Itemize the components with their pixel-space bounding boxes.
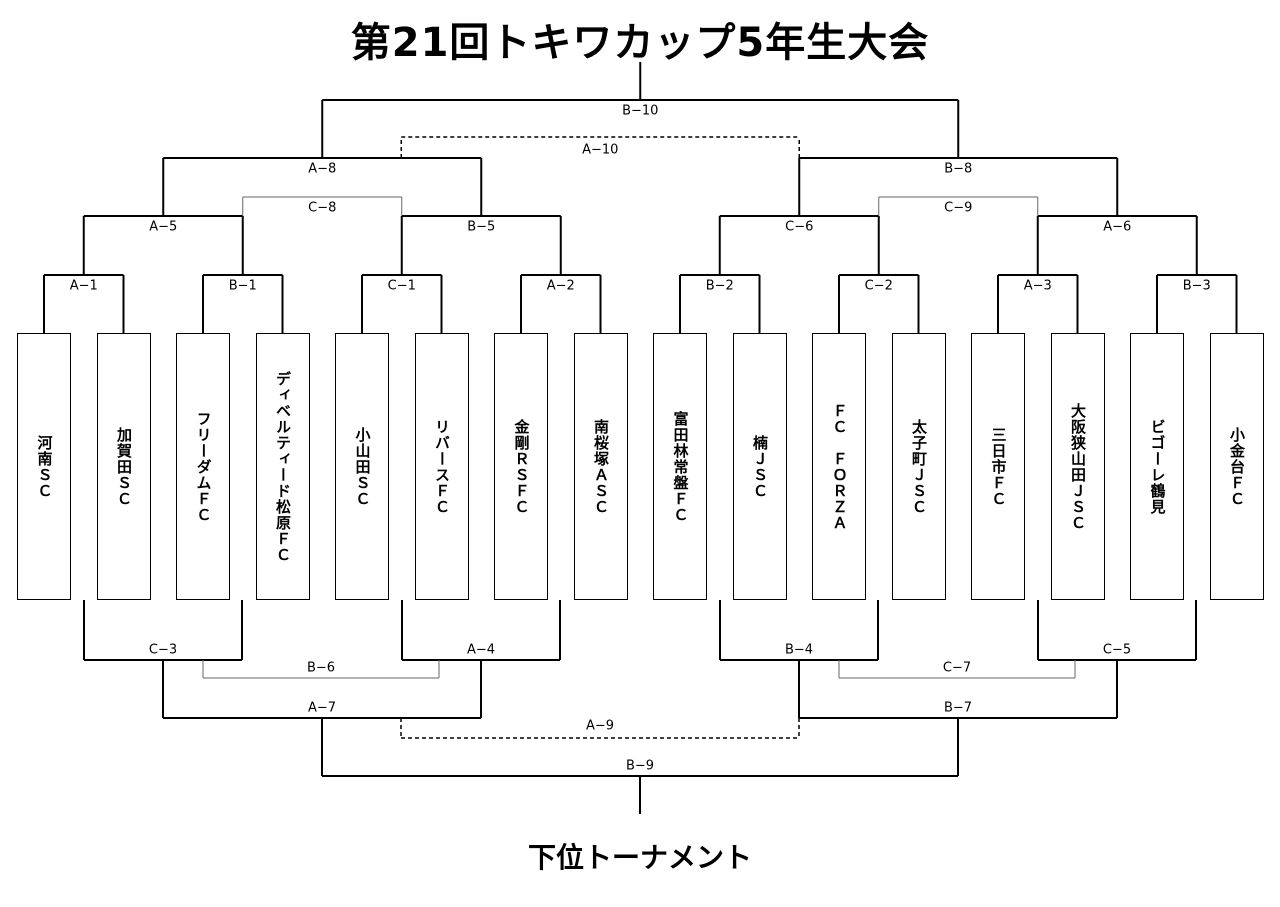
match-label-backdrop <box>145 218 182 236</box>
match-label-upper: C−1 <box>388 279 416 294</box>
match-label-upper: A−8 <box>308 162 336 177</box>
match-label-backdrop <box>303 699 341 717</box>
team-name: 河南ＳＣ <box>35 434 54 499</box>
match-label-upper: B−10 <box>622 104 658 119</box>
match-label-upper: B−5 <box>467 220 495 235</box>
match-label-backdrop <box>860 277 897 295</box>
match-label-backdrop <box>304 199 341 217</box>
match-label-lower: A−9 <box>586 719 614 734</box>
match-label-backdrop <box>938 659 976 677</box>
match-label-backdrop <box>1098 641 1136 659</box>
team-box: ビゴーレ鶴見 <box>1130 333 1184 600</box>
match-label-backdrop <box>581 717 619 735</box>
team-name: 大阪狭山田ＪＳＣ <box>1069 402 1087 531</box>
match-label-backdrop <box>578 141 623 159</box>
match-label-lower: B−7 <box>944 701 972 716</box>
match-label-backdrop <box>940 199 977 217</box>
match-label-backdrop <box>302 659 340 677</box>
team-name: 富田林常盤ＦＣ <box>671 410 690 523</box>
match-label-backdrop <box>780 641 818 659</box>
match-label-upper: A−10 <box>582 143 618 158</box>
team-box: 金剛ＲＳＦＣ <box>494 333 548 600</box>
match-label-upper: C−8 <box>308 201 336 216</box>
match-label-upper: C−6 <box>785 220 813 235</box>
match-label-upper: C−9 <box>944 201 972 216</box>
team-box: 楠ＪＳＣ <box>732 333 787 600</box>
match-label-lower: A−7 <box>308 701 336 716</box>
match-label-backdrop <box>940 160 977 178</box>
team-name: リバースＦＣ <box>433 418 451 515</box>
team-box: フリーダムＦＣ <box>176 333 230 600</box>
team-box: 小山田ＳＣ <box>335 333 389 600</box>
team-name: 金剛ＲＳＦＣ <box>512 418 531 515</box>
team-box: 太子町ＪＳＣ <box>891 333 946 600</box>
match-label-lower: A−4 <box>467 643 495 658</box>
team-box: 小金台ＦＣ <box>1209 333 1264 600</box>
match-label-backdrop <box>463 218 500 236</box>
match-label-backdrop <box>542 277 579 295</box>
team-box: 三日市ＦＣ <box>971 333 1025 600</box>
match-label-upper: B−2 <box>706 279 734 294</box>
match-label-backdrop <box>939 699 977 717</box>
match-label-backdrop <box>304 160 341 178</box>
match-label-upper: A−2 <box>547 279 575 294</box>
team-name: 南桜塚ＡＳＣ <box>592 418 610 515</box>
team-box: 加賀田ＳＣ <box>96 333 151 600</box>
page-title: 第21回トキワカップ5年生大会 <box>350 20 930 66</box>
match-label-upper: A−5 <box>149 220 177 235</box>
match-label-upper: A−6 <box>1103 220 1131 235</box>
match-label-backdrop <box>224 277 261 295</box>
match-label-lower: B−4 <box>785 643 813 658</box>
team-name: 小金台ＦＣ <box>1228 426 1246 507</box>
match-label-backdrop <box>144 641 182 659</box>
match-label-backdrop <box>1178 277 1215 295</box>
team-box: 大阪狭山田ＪＳＣ <box>1050 333 1105 600</box>
match-label-backdrop <box>462 641 500 659</box>
team-name: 太子町ＪＳＣ <box>910 418 928 515</box>
match-label-backdrop <box>781 218 818 236</box>
team-name: 小山田ＳＣ <box>353 426 372 507</box>
match-label-lower: C−7 <box>943 661 971 676</box>
lower-tournament-title: 下位トーナメント <box>527 841 752 874</box>
match-label-lower: C−3 <box>149 643 177 658</box>
team-box: ＦＣ ＦＯＲＺＡ <box>812 333 866 600</box>
team-name: ディベルティード松原ＦＣ <box>274 370 292 563</box>
match-label-backdrop <box>1099 218 1136 236</box>
team-name: 楠ＪＳＣ <box>751 434 769 499</box>
match-label-upper: A−3 <box>1024 279 1052 294</box>
match-label-backdrop <box>383 277 420 295</box>
match-label-upper: B−3 <box>1183 279 1211 294</box>
match-label-lower: C−5 <box>1103 643 1131 658</box>
team-box: ディベルティード松原ＦＣ <box>255 333 310 600</box>
team-box: リバースＦＣ <box>414 333 469 600</box>
team-name: ＦＣ ＦＯＲＺＡ <box>830 402 849 531</box>
team-name: 加賀田ＳＣ <box>115 426 133 507</box>
match-label-backdrop <box>618 102 663 120</box>
match-label-upper: B−1 <box>229 279 257 294</box>
team-box: 富田林常盤ＦＣ <box>653 333 707 600</box>
match-label-backdrop <box>701 277 738 295</box>
team-box: 河南ＳＣ <box>17 333 71 600</box>
match-label-upper: B−8 <box>944 162 972 177</box>
team-name: 三日市ＦＣ <box>989 426 1008 507</box>
team-name: ビゴーレ鶴見 <box>1148 418 1167 515</box>
match-label-lower: B−9 <box>626 759 654 774</box>
match-label-backdrop <box>621 757 659 775</box>
match-label-backdrop <box>1019 277 1056 295</box>
team-name: フリーダムＦＣ <box>194 410 213 523</box>
team-box: 南桜塚ＡＳＣ <box>573 333 628 600</box>
match-label-backdrop <box>65 277 102 295</box>
match-label-upper: C−2 <box>865 279 893 294</box>
match-label-upper: A−1 <box>70 279 98 294</box>
match-label-lower: B−6 <box>307 661 335 676</box>
